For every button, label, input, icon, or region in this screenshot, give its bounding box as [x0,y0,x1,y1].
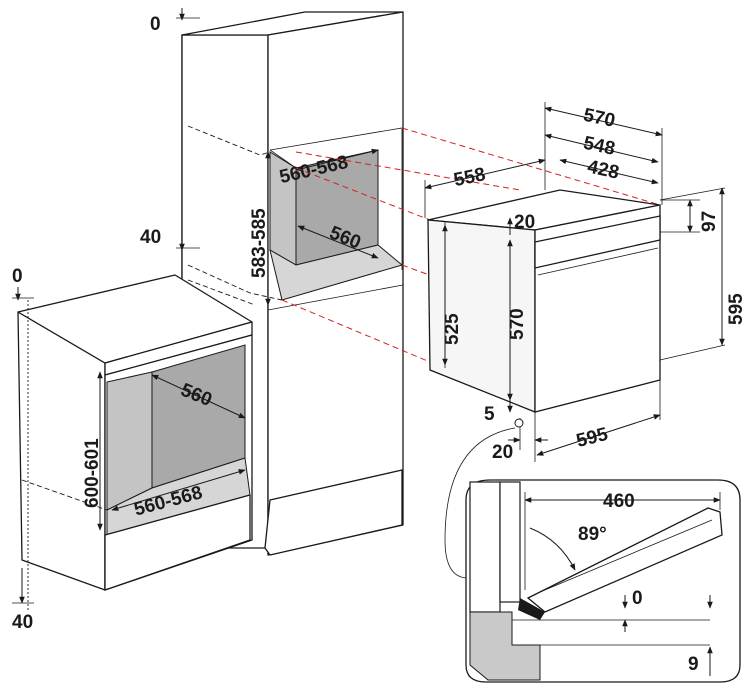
detail-door-depth-label: 460 [603,491,635,512]
tall-niche-floor [269,244,404,301]
detail-inset: 460 89° 0 9 [465,479,741,683]
oven [427,189,661,413]
detail-wall-section [469,611,541,681]
tall-top-gap-label: 0 [150,14,161,35]
oven-door-height-label: 570 [507,308,528,340]
detail-gap-top-label: 0 [632,588,643,609]
oven-bottom-offset-label: 5 [484,404,495,425]
tall-bottom-gap-label: 40 [140,227,161,248]
detail-callout-marker [514,418,524,428]
oven-depth-body-label: 548 [582,133,617,160]
oven-depth-total-label: 570 [582,105,617,132]
base-cabinet [17,274,253,610]
oven-depth-inner-label: 428 [586,157,621,184]
oven-body-height-label: 525 [442,313,463,345]
oven-front-offset-label: 20 [492,442,513,463]
oven-panel-height-label: 97 [699,211,720,232]
oven-total-height-label: 595 [726,293,747,325]
oven-width-label: 595 [574,424,610,452]
base-niche-height-label: 600-601 [82,438,103,508]
oven-width-top-label: 558 [452,164,487,191]
base-top-gap-label: 0 [12,266,23,287]
oven-front-top-offset-label: 20 [514,212,535,233]
oven-dimensions: 570 548 428 558 20 97 595 525 570 5 20 5… [424,102,747,579]
tall-cabinet-dimensions: 0 40 560-568 583-585 560 [140,8,379,306]
base-niche-side [106,371,153,511]
detail-angle-label: 89° [578,524,607,545]
oven-control-panel [534,215,661,269]
detail-open-door [526,507,723,613]
tall-niche-height-label: 583-585 [249,208,270,278]
tall-cabinet-plinth [264,469,403,556]
detail-gap-bottom-label: 9 [688,654,699,675]
base-bottom-gap-label: 40 [12,612,33,633]
